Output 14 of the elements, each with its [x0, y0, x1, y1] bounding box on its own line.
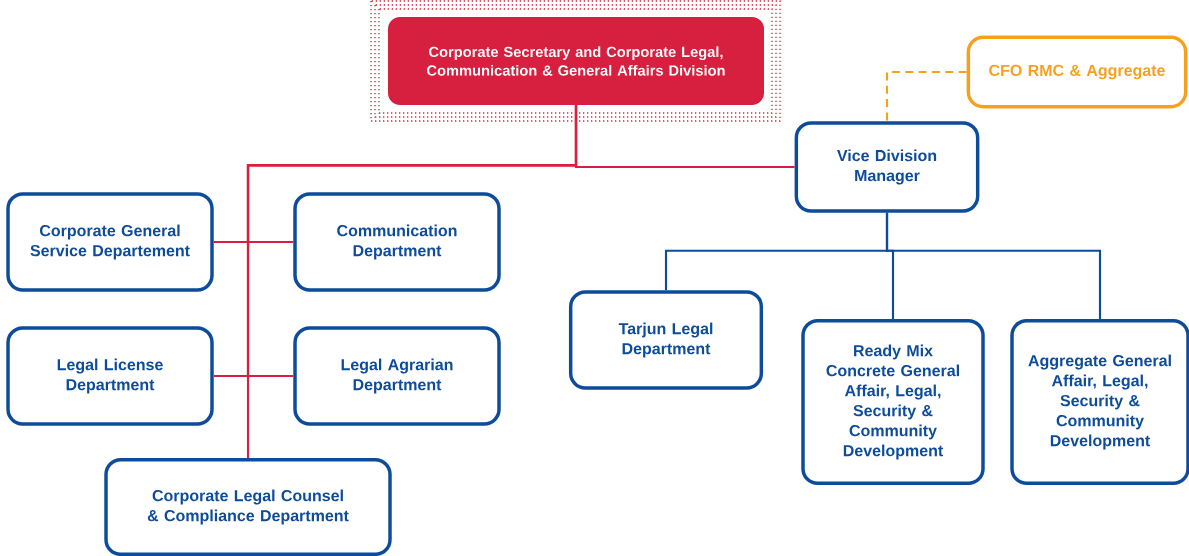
connector-line: [885, 70, 967, 122]
division-box: Corporate Secretary and Corporate Legal, Communication & General Affairs Division: [370, 0, 781, 122]
department-box: Legal Agrarian Department: [293, 326, 501, 426]
department-box: Corporate Legal Counsel & Compliance Department: [104, 457, 392, 556]
department-box: Ready Mix Concrete General Affair, Legal, Security & Community Development: [801, 318, 985, 486]
connector-line: [246, 105, 578, 458]
department-box: Corporate General Service Departement: [6, 192, 214, 292]
cfo-box: CFO RMC & Aggregate: [966, 35, 1188, 109]
department-box: Tarjun Legal Department: [568, 290, 764, 390]
department-box: Legal License Department: [6, 326, 214, 426]
department-box: Communication Department: [293, 192, 501, 292]
department-box: Vice Division Manager: [794, 121, 980, 213]
department-box: Aggregate General Affair, Legal, Security & Community Development: [1010, 318, 1189, 486]
connector-line: [885, 212, 1102, 319]
